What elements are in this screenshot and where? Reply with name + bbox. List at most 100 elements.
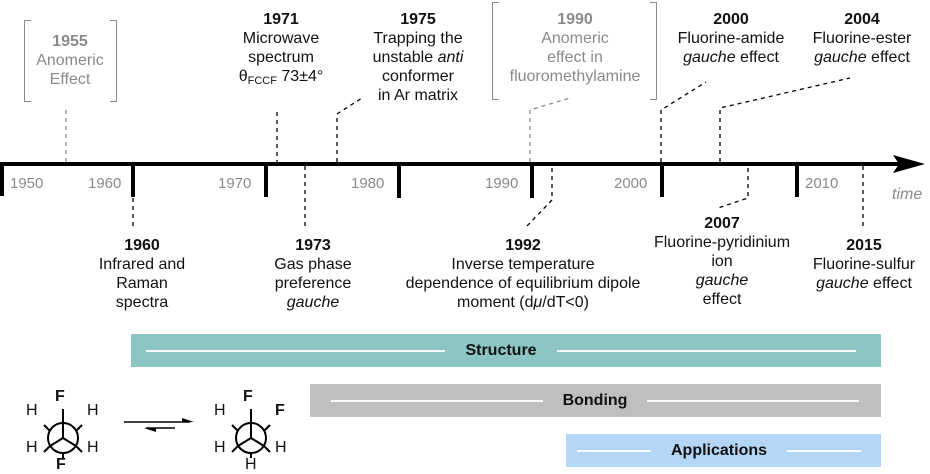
event-year: 1992 [505,237,541,254]
event-line-italic: gauche [816,275,869,292]
event-line-italic: anti [437,49,464,66]
atom-right-upper-left: H [214,402,226,419]
event-line: effect in [547,49,603,66]
band-line [146,349,446,352]
atom-left-upper-left: H [26,402,38,419]
connector-1990 [529,97,571,162]
band-structure: Structure [131,334,881,367]
event-line: /dT<0) [542,294,589,311]
bracket-right-1955 [110,20,117,102]
event-year: 1960 [124,237,160,254]
event-line: Anomeric [541,30,609,47]
band-bonding: Bonding [310,384,881,417]
atom-left-bottom: F [56,456,66,473]
atom-right-lower-right: H [275,439,287,456]
event-line: Inverse temperature [451,256,595,273]
bracket-left-1955 [24,20,31,102]
newman-anti [43,409,83,458]
axis-arrowhead [893,155,925,173]
newman-gauche [231,409,271,458]
event-line: effect [866,49,910,66]
tick-label-1970: 1970 [218,175,252,192]
event-line: Anomeric [36,52,104,69]
event-line: dependence of equilibrium dipole [405,275,641,292]
connector-2007 [717,168,749,209]
event-line: in Ar matrix [377,87,459,104]
event-year: 2015 [846,237,882,254]
mu-symbol: μ [533,294,543,311]
event-line: Fluorine-sulfur [812,256,916,273]
event-year: 1990 [557,11,593,28]
event-line-italic: gauche [683,49,736,66]
event-line: Infrared and [98,256,186,273]
event-1960: 1960 Infrared and Raman spectra [99,236,185,312]
event-1955: 1955 Anomeric Effect [36,32,104,89]
atom-right-top: F [243,388,253,405]
event-line: effect [868,275,912,292]
event-2004: 2004 Fluorine-ester gauche effect [813,10,912,67]
atom-right-bottom: H [245,456,257,473]
tick-label-1950: 1950 [10,175,44,192]
bracket-left-1990 [492,2,499,100]
atom-left-top: F [55,388,65,405]
band-label: Structure [465,341,537,359]
theta-value: 73±4° [276,68,324,85]
event-1975: 1975 Trapping the unstable anti conforme… [373,10,464,105]
event-line: Fluorine-pyridinium [653,234,791,251]
event-2007: 2007 Fluorine-pyridinium ion gauche effe… [654,214,790,309]
event-line: Trapping the [373,30,463,47]
event-1992: 1992 Inverse temperature dependence of e… [406,236,641,312]
event-2000: 2000 Fluorine-amide gauche effect [678,10,785,67]
event-line: fluoromethylamine [509,68,641,85]
band-line [556,349,856,352]
event-1990: 1990 Anomeric effect in fluoromethylamin… [510,10,641,86]
event-line: Gas phase [274,256,352,273]
atom-left-upper-right: H [87,402,99,419]
event-line-italic: gauche [695,272,749,289]
event-year: 2000 [713,11,749,28]
major-ticks [0,162,799,198]
connector-1992 [524,168,553,229]
event-line: Fluorine-ester [812,30,912,47]
band-label: Applications [671,441,768,459]
event-line: effect [702,291,742,308]
event-year: 2007 [704,215,740,232]
equilibrium-arrows [124,418,194,432]
tick-label-2010: 2010 [805,175,839,192]
event-year: 1971 [263,11,299,28]
band-applications: Applications [566,434,881,467]
band-line [577,449,651,452]
event-line: preference [274,275,352,292]
connector-1975 [336,97,363,162]
event-year: 1955 [52,33,88,50]
event-line: Raman [116,275,168,292]
band-line [787,449,862,452]
tick-label-1980: 1980 [351,175,385,192]
atom-right-upper-right: F [275,402,285,419]
event-line: moment (d [457,294,534,311]
band-line [647,399,859,402]
event-line: Fluorine-amide [677,30,785,47]
connector-2000 [660,81,707,162]
event-line: effect [735,49,779,66]
event-line-italic: gauche [286,294,340,311]
event-line: unstable [372,49,438,66]
event-line: conformer [381,68,455,85]
atom-left-lower-right: H [87,439,99,456]
band-label: Bonding [562,391,628,409]
event-line: ion [711,253,733,270]
tick-label-2000: 2000 [614,175,648,192]
event-2015: 2015 Fluorine-sulfur gauche effect [813,236,915,293]
event-line: Effect [49,71,91,88]
event-year: 1975 [400,11,436,28]
atom-right-lower-left: H [214,439,226,456]
event-line: spectrum [248,49,314,66]
tick-label-1990: 1990 [485,175,519,192]
connector-2004 [719,77,851,162]
tick-label-1960: 1960 [88,175,122,192]
event-year: 2004 [844,11,880,28]
bracket-right-1990 [650,2,657,100]
event-year: 1973 [295,237,331,254]
event-1971: 1971 Microwave spectrum θFCCF 73±4° [239,10,324,91]
